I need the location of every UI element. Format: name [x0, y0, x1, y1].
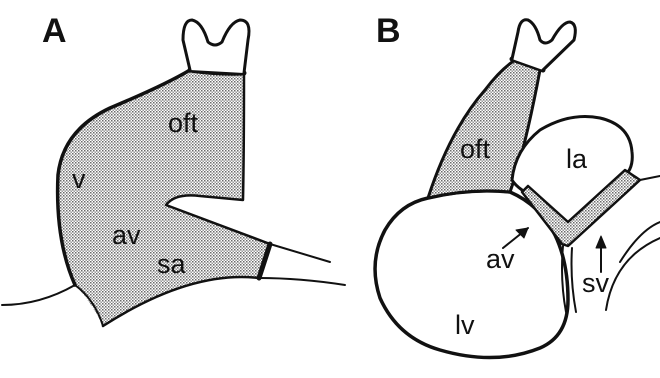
panel-b-label-oft: oft [460, 134, 491, 164]
panel-a-label-v: v [72, 164, 86, 194]
panel-b-sinus-venosus-right [572, 248, 577, 312]
panel-a-vein-upper [270, 244, 330, 262]
panel-b-label-av: av [486, 244, 515, 274]
panel-a-fork [183, 20, 249, 73]
panel-a-label-oft: oft [168, 108, 199, 138]
panel-a-label-av: av [112, 220, 141, 250]
panel-a-label-sa: sa [157, 249, 187, 279]
panel-b-label: B [376, 12, 401, 50]
panel-b-vein-lower-outer [606, 238, 660, 310]
panel-b-label-lv: lv [455, 310, 475, 340]
panel-a-vein-lower [259, 278, 345, 285]
panel-b-vein-upper [640, 176, 660, 180]
panel-b-label-sv: sv [582, 268, 610, 298]
panel-a [2, 20, 345, 326]
panel-b-vein-lower [620, 222, 660, 262]
panel-b-sv-arrowhead [596, 236, 606, 248]
panel-a-heart-tube [58, 69, 270, 326]
panel-b [375, 20, 660, 358]
panel-b-label-la: la [566, 144, 588, 174]
panel-a-label: A [42, 12, 67, 50]
